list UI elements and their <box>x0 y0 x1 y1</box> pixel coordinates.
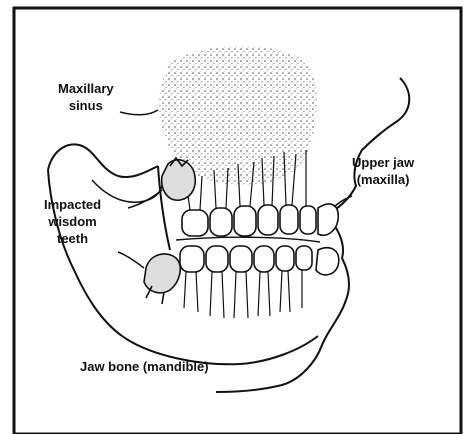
sinus-leader-line <box>120 110 158 115</box>
impacted-lower-leader <box>118 252 144 268</box>
gum-line <box>176 237 320 242</box>
impacted-upper-tooth <box>162 158 196 200</box>
maxillary-sinus-label-line1: Maxillary <box>58 80 114 97</box>
upper-teeth-row <box>182 205 316 236</box>
impacted-upper-leader <box>128 190 162 208</box>
impacted-teeth-label-line1: Impacted <box>44 196 101 213</box>
impacted-teeth-label: Impacted wisdom teeth <box>44 196 101 247</box>
maxillary-sinus-label: Maxillary sinus <box>58 80 114 114</box>
impacted-lower-tooth <box>144 254 180 304</box>
upper-jaw-label-line2: (maxilla) <box>352 171 414 188</box>
impacted-teeth-label-line3: teeth <box>44 230 101 247</box>
lower-teeth-row <box>180 246 312 272</box>
upper-jaw-label-line1: Upper jaw <box>352 154 414 171</box>
maxillary-sinus-label-line2: sinus <box>58 97 114 114</box>
lower-tooth-roots <box>184 270 302 318</box>
incisor-shapes <box>316 204 339 275</box>
ramus-notch <box>92 176 162 202</box>
impacted-teeth-label-line2: wisdom <box>44 213 101 230</box>
upper-jaw-label: Upper jaw (maxilla) <box>352 154 414 188</box>
mandible-label: Jaw bone (mandible) <box>80 358 209 375</box>
